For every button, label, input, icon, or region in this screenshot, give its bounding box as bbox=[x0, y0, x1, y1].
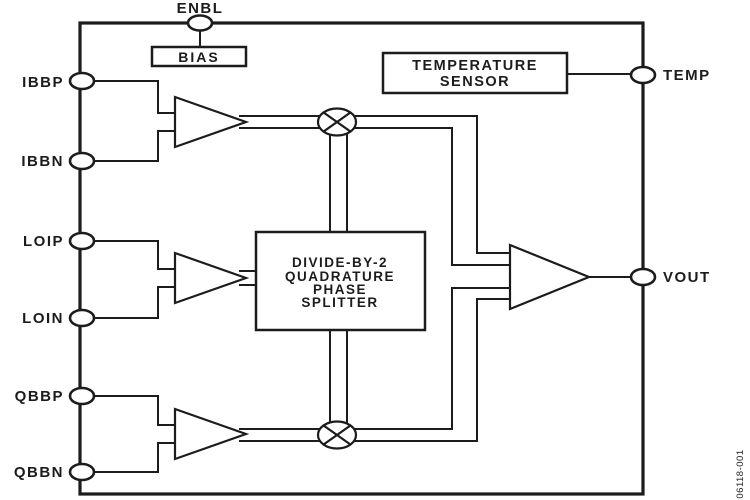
pin-loip bbox=[68, 231, 96, 251]
bias-box-label: BIAS bbox=[178, 49, 219, 65]
splitter-label-line1: DIVIDE-BY-2 bbox=[292, 255, 388, 270]
pin-ibbn-label: IBBN bbox=[21, 153, 64, 170]
phase-splitter-box bbox=[254, 230, 427, 332]
q-mixer-x-icon bbox=[322, 424, 352, 446]
pin-ibbp bbox=[68, 71, 96, 91]
temperature-sensor-label-line1: TEMPERATURE bbox=[412, 58, 538, 74]
wire-qbbn bbox=[94, 442, 175, 473]
wire-ibbn bbox=[94, 130, 175, 162]
pin-ibbn bbox=[68, 151, 96, 171]
pin-loin-label: LOIN bbox=[22, 310, 64, 327]
wire-imixer-out-a bbox=[239, 115, 510, 254]
pin-qbbn-label: QBBN bbox=[14, 464, 64, 481]
pin-vout bbox=[629, 267, 657, 287]
pin-temp bbox=[629, 65, 657, 85]
amplifiers bbox=[173, 95, 592, 461]
pin-enbl-label: ENBL bbox=[177, 0, 224, 17]
pin-vout-label: VOUT bbox=[663, 269, 711, 286]
output-amp bbox=[508, 243, 592, 311]
chip-outline bbox=[78, 21, 645, 496]
lo-input-amp bbox=[173, 251, 250, 305]
splitter-label-line4: SPLITTER bbox=[301, 295, 378, 310]
labels: ENBL IBBP IBBN LOIP LOIN QBBP QBBN TEMP … bbox=[14, 0, 711, 481]
temperature-sensor-box bbox=[381, 51, 569, 95]
temperature-sensor-label-line2: SENSOR bbox=[440, 74, 510, 90]
pin-qbbp-label: QBBP bbox=[15, 388, 64, 405]
pin-ibbp-label: IBBP bbox=[22, 74, 64, 91]
i-mixer-x-icon bbox=[322, 111, 352, 133]
bias-box bbox=[150, 45, 248, 68]
pin-qbbp bbox=[68, 386, 96, 406]
wire-ibbp bbox=[94, 80, 175, 114]
pin-temp-label: TEMP bbox=[663, 67, 711, 84]
wire-loip bbox=[94, 240, 175, 270]
mixers bbox=[316, 107, 358, 450]
ibb-input-amp bbox=[173, 95, 250, 149]
splitter-label-line2: QUADRATURE bbox=[285, 269, 395, 284]
pin-qbbn bbox=[68, 462, 96, 482]
pin-enbl bbox=[186, 14, 214, 32]
wire-qmixer-out-b bbox=[239, 298, 510, 442]
wire-qbbp bbox=[94, 395, 175, 426]
figure-number: 06118-001 bbox=[735, 449, 746, 498]
splitter-label-line3: PHASE bbox=[313, 282, 367, 297]
pin-loip-label: LOIP bbox=[23, 233, 64, 250]
pin-loin bbox=[68, 308, 96, 328]
function-blocks bbox=[150, 45, 569, 332]
qbb-input-amp bbox=[173, 407, 250, 461]
wire-loin bbox=[94, 286, 175, 319]
package-pins bbox=[68, 14, 657, 482]
